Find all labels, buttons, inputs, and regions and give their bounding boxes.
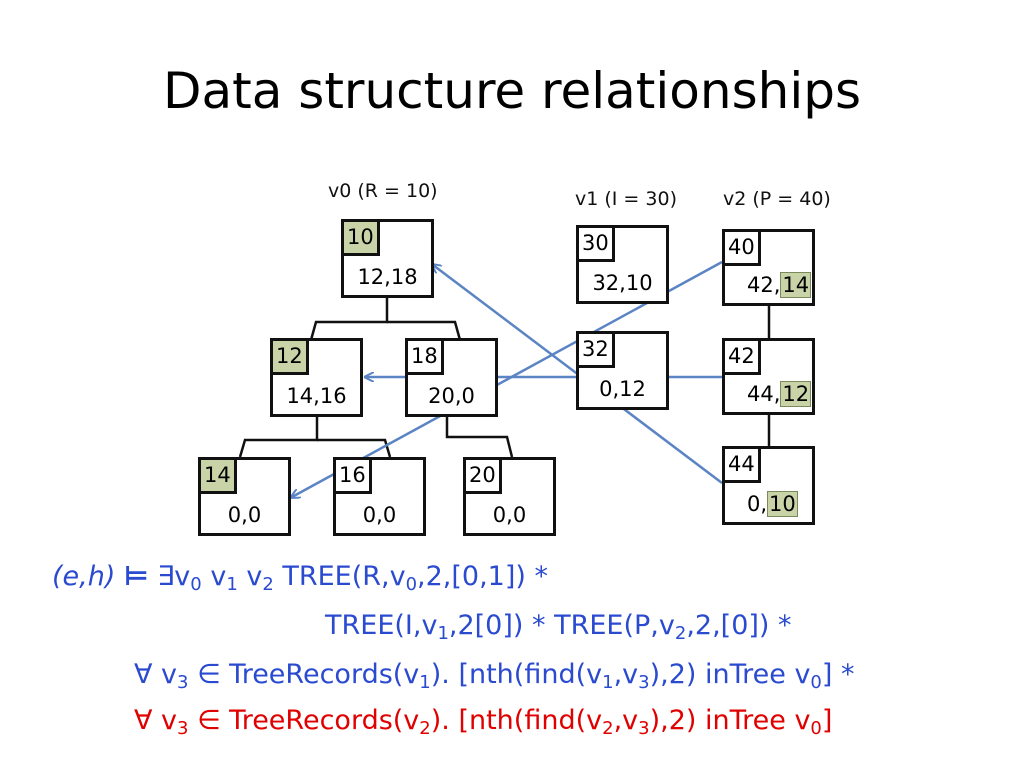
node-value: 44,12 [725,381,812,407]
node-value: 32,10 [592,271,653,295]
list-node-v2: 42 44,12 [722,338,815,415]
node-key: 10 [344,222,380,256]
edge-12-children [238,414,319,458]
node-key: 14 [201,460,237,494]
node-key: 18 [408,341,444,375]
tree-node: 20 0,0 [463,457,556,536]
formula-text: ∀ v3 ∈ TreeRecords(v1). [nth(find(v1,v3)… [134,659,855,693]
formula-state: (e,h) [52,561,116,592]
node-key: 16 [336,460,372,494]
node-key: 44 [725,449,761,483]
tree-node: 16 0,0 [333,457,426,536]
tree-node: 10 12,18 [341,219,434,298]
node-value: 20,0 [428,384,475,408]
value-highlight: 12 [780,381,812,407]
tree-node: 12 14,16 [270,338,363,417]
label-v0: v0 (R = 10) [328,180,438,202]
node-key: 42 [725,341,761,375]
formula-line-1: (e,h) ⊨ ∃v0 v1 v2 TREE(R,v0,2,[0,1]) * [52,561,549,595]
edge-10-children [309,296,389,341]
node-value: 0,0 [227,503,262,527]
formula-line-2: TREE(I,v1,2[0]) * TREE(P,v2,2,[0]) * [325,610,792,644]
models-symbol: ⊨ [123,561,149,592]
list-node-v1: 30 32,10 [576,225,669,304]
node-value: 14,16 [286,384,347,408]
formula-line-4: ∀ v3 ∈ TreeRecords(v2). [nth(find(v2,v3)… [134,705,833,739]
node-value: 0,12 [599,377,646,401]
edge-10-right [387,320,462,341]
tree-node: 14 0,0 [198,457,291,536]
value-prefix: 42, [747,273,781,297]
node-value: 0,10 [725,491,812,517]
tree-diagram: v0 (R = 10) v1 (I = 30) v2 (P = 40) 10 1… [198,180,831,536]
node-key: 32 [579,334,615,368]
list-node-v1: 32 0,12 [576,331,669,410]
value-highlight: 10 [767,491,798,517]
formula-line-3: ∀ v3 ∈ TreeRecords(v1). [nth(find(v1,v3)… [134,659,855,693]
list-node-v2: 44 0,10 [722,446,815,525]
formula-text: ∃v0 v1 v2 TREE(R,v0,2,[0,1]) * [157,561,549,595]
value-highlight: 14 [780,272,812,298]
node-key: 30 [579,228,615,262]
node-value: 0,0 [362,503,397,527]
tree-node: 18 20,0 [405,338,498,417]
node-key: 20 [466,460,502,494]
edge-18-child [445,414,514,458]
label-v2: v2 (P = 40) [723,188,831,210]
node-key: 12 [273,341,309,375]
node-value: 42,14 [725,272,812,298]
node-value: 0,0 [492,503,527,527]
slide-title: Data structure relationships [162,62,862,120]
label-v1: v1 (I = 30) [575,188,677,210]
value-prefix: 0, [747,492,768,516]
value-prefix: 44, [747,382,781,406]
formula-text: TREE(I,v1,2[0]) * TREE(P,v2,2,[0]) * [325,610,792,644]
node-value: 12,18 [357,265,418,289]
list-node-v2: 40 42,14 [722,229,815,306]
edge-12-right [317,438,392,458]
node-key: 40 [725,232,761,266]
formula-text: ∀ v3 ∈ TreeRecords(v2). [nth(find(v2,v3)… [134,705,833,739]
